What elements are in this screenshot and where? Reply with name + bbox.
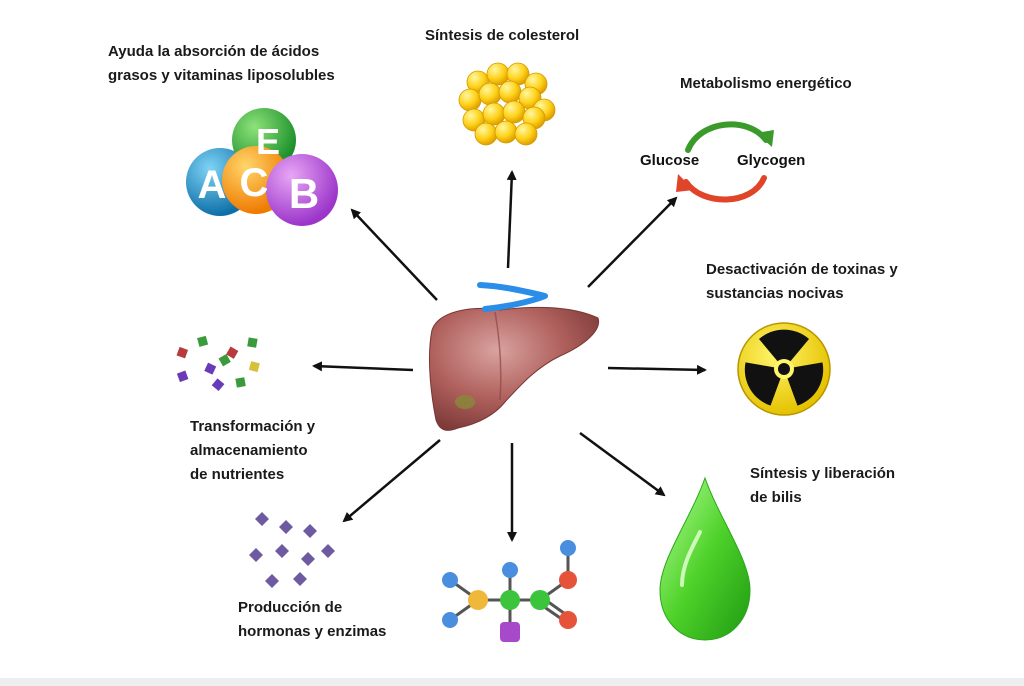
cycle-bottom-arrow [683, 175, 767, 203]
liver [428, 306, 600, 431]
radiation-icon [737, 322, 831, 416]
arrow-to-nutrientes [312, 361, 414, 372]
vitamins-icon: E A C B [186, 108, 338, 226]
label-hormonas-line-1: Producción de [238, 599, 343, 616]
bottom-band [0, 678, 1024, 686]
arrow-to-hormonas [342, 439, 441, 523]
vitamin-b-sphere [266, 154, 338, 226]
arrow-to-colesterol [506, 170, 517, 269]
label-bilis: Síntesis y liberación de bilis [750, 462, 895, 510]
label-metabolismo: Metabolismo energético [680, 72, 852, 96]
label-absorcion-line-1: Ayuda la absorción de ácidos [108, 43, 320, 60]
label-hormonas: Producción de hormonas y enzimas [238, 596, 386, 644]
arrow-to-bilis [579, 431, 666, 497]
label-metabolismo-line-1: Metabolismo energético [680, 75, 852, 92]
arrow-to-absorcion [350, 208, 438, 301]
label-colesterol-line-1: Síntesis de colesterol [425, 27, 580, 44]
label-absorcion: Ayuda la absorción de ácidos grasos y vi… [108, 40, 335, 88]
cholesterol-icon [458, 62, 556, 146]
label-nutrientes-line-3: de nutrientes [190, 466, 285, 483]
molecule-icon [442, 540, 577, 642]
label-absorcion-line-2: grasos y vitaminas liposolubles [108, 67, 335, 84]
label-nutrientes-line-2: almacenamiento [190, 442, 308, 459]
label-colesterol: Síntesis de colesterol [425, 24, 579, 48]
arrows [312, 170, 707, 542]
arrow-to-metabolismo [587, 196, 678, 288]
glycogen-label: Glycogen [737, 152, 805, 169]
cycle-top-arrow [685, 121, 769, 153]
vitamin-e-letter: E [256, 121, 280, 162]
label-toxinas-line-1: Desactivación de toxinas y [706, 261, 898, 278]
arrow-to-toxinas [607, 364, 707, 375]
label-nutrientes: Transformación y almacenamiento de nutri… [190, 415, 315, 487]
glucose-label: Glucose [640, 152, 699, 169]
vitamin-b-letter: B [289, 170, 319, 217]
nutrients-icon [176, 335, 260, 392]
label-toxinas-line-2: sustancias nocivas [706, 285, 844, 302]
hormones-icon [249, 512, 335, 588]
annotation-mark [477, 282, 548, 312]
vitamin-c-letter: C [240, 161, 269, 205]
label-nutrientes-line-1: Transformación y [190, 418, 316, 435]
bile-drop-icon [659, 476, 751, 641]
label-bilis-line-1: Síntesis y liberación [750, 465, 896, 482]
label-hormonas-line-2: hormonas y enzimas [238, 623, 387, 640]
label-toxinas: Desactivación de toxinas y sustancias no… [706, 258, 898, 306]
label-bilis-line-2: de bilis [750, 489, 802, 506]
vitamin-a-letter: A [198, 163, 227, 207]
glucose-glycogen-cycle: Glucose Glycogen [640, 121, 805, 203]
